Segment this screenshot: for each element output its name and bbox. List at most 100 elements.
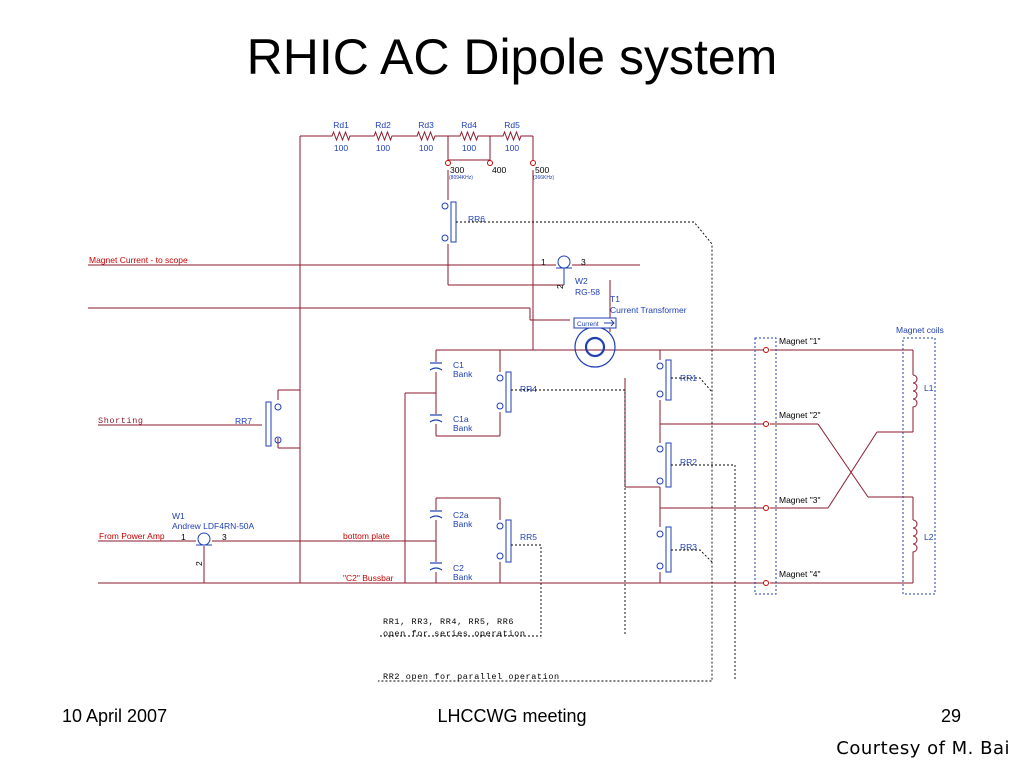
rd4-value: 100 [462,143,476,153]
relay-rr7 [265,401,272,447]
operation-notes: RR1, RR3, RR4, RR5, RR6 open for series … [383,617,560,682]
rr2-label: RR2 [680,457,697,467]
rr5-label: RR5 [520,532,537,542]
rd2-value: 100 [376,143,390,153]
c1-sub: Bank [453,369,473,379]
rd2-name: Rd2 [375,120,391,130]
w2-pin2: 2 [555,284,565,289]
c1a-label: C1a [453,414,469,424]
resistor-rd2 [370,131,396,141]
t1-desc: Current Transformer [610,305,687,315]
t1-transformer [573,317,617,368]
resistor-rd4 [456,131,482,141]
tap-400: 400 [492,165,506,175]
capacitor-c1 [429,362,443,371]
note-parallel-op: RR2 open for parallel operation [383,672,560,682]
bussbar-label: "C2" Bussbar [343,573,394,583]
w2-labels: 1 3 2 W2 RG-58 [541,257,600,297]
current-arrow-box [573,317,617,329]
c2-sub: Bank [453,572,473,582]
capacitor-c2 [429,562,443,571]
rd5-name: Rd5 [504,120,520,130]
magnet-3-label: Magnet "3" [779,495,820,505]
relay-rr3 [665,526,672,573]
w1-labels: W1 Andrew LDF4RN-50A 1 3 2 [172,511,255,566]
w1-pin2: 2 [194,561,204,566]
w2-cable: RG-58 [575,287,600,297]
resistor-rd1 [328,131,354,141]
capacitor-c2a [429,510,443,519]
footer-title: LHCCWG meeting [437,706,587,726]
tap-500: 500 [535,165,549,175]
relay-rr4 [505,371,512,413]
footer-date: 10 April 2007 [62,706,168,726]
magnet-terminal-box [754,337,777,595]
power-amp-label: From Power Amp [99,531,165,541]
c1-label: C1 [453,360,464,370]
tap-notes: (8094KHz) (366KHz) [449,175,554,181]
c2a-sub: Bank [453,519,473,529]
relay-rr6 [450,201,457,243]
resistor-rd3 [413,131,439,141]
tap-labels: 300 400 500 [450,165,549,175]
capacitor-labels: C1 Bank C1a Bank C2a Bank C2 Bank [453,360,473,582]
terminals [445,160,769,586]
c2a-label: C2a [453,510,469,520]
rd5-value: 100 [505,143,519,153]
rr3-label: RR3 [680,542,697,552]
magnet-labels: Magnet "1" Magnet "2" Magnet "3" Magnet … [779,325,944,579]
w1-pin1: 1 [181,532,186,542]
w1-connector [196,532,212,546]
w2-connector [556,255,572,285]
w1-name: W1 [172,511,185,521]
control-lines [378,221,736,682]
magnet-current-label: Magnet Current - to scope [89,255,188,265]
capacitor-c1a [429,414,443,423]
magnet-2-label: Magnet "2" [779,410,820,420]
w2-pin1: 1 [541,257,546,267]
rd3-value: 100 [419,143,433,153]
slide-number: 29 [940,706,961,726]
rd1-name: Rd1 [333,120,349,130]
rr7-label: RR7 [235,416,252,426]
courtesy-note: Courtesy of M. Bai [836,738,1010,759]
rd4-name: Rd4 [461,120,477,130]
c1a-sub: Bank [453,423,473,433]
current-arrow-label: Current [577,321,599,328]
note-series-op: open for series operation [383,629,526,639]
magnet-1-label: Magnet "1" [779,336,820,346]
slide-title: RHIC AC Dipole system [246,29,778,85]
wires [88,135,918,584]
rd1-value: 100 [334,143,348,153]
magnet-coils-label: Magnet coils [896,325,944,335]
relay-rr1 [665,359,672,401]
w1-pin3: 3 [222,532,227,542]
magnet-coils-box [902,337,936,595]
bottom-plate-label: bottom plate [343,531,390,541]
tap-500-note: (366KHz) [533,175,554,181]
coil-l2-label: L2 [924,532,934,542]
w2-name: W2 [575,276,588,286]
relay-rr5 [505,519,512,563]
resistor-rd5 [499,131,525,141]
rr6-label: RR6 [468,214,485,224]
rr4-label: RR4 [520,384,537,394]
magnet-boxes [754,337,936,595]
t1-name: T1 [610,294,620,304]
relays [265,201,672,573]
coil-l1-label: L1 [924,383,934,393]
w1-cable: Andrew LDF4RN-50A [172,521,255,531]
note-series-relays: RR1, RR3, RR4, RR5, RR6 [383,617,514,627]
rd3-name: Rd3 [418,120,434,130]
c2-label: C2 [453,563,464,573]
t1-labels: Current T1 Current Transformer [577,294,687,328]
wire-labels: Magnet Current - to scope From Power Amp… [89,255,394,583]
w2-pin3: 3 [581,257,586,267]
tap-300: 300 [450,165,464,175]
tap-300-note: (8094KHz) [449,175,473,181]
resistor-labels: Rd1 Rd2 Rd3 Rd4 Rd5 100 100 100 100 100 [333,120,520,153]
capacitors [429,362,443,571]
shorting-label: Shorting [98,416,144,426]
magnet-4-label: Magnet "4" [779,569,820,579]
